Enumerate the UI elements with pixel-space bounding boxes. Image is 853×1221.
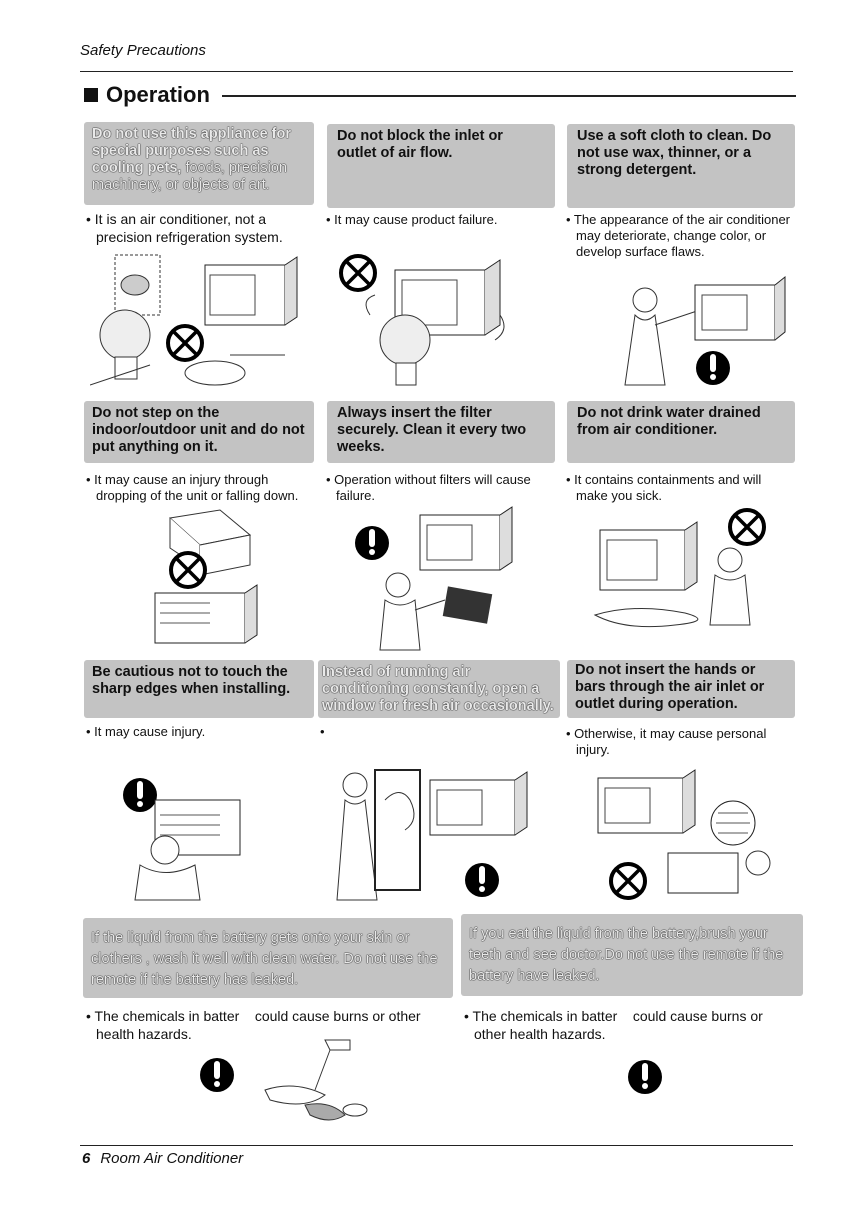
note-insert-hands: • Otherwise, it may cause personal injur… — [566, 726, 767, 757]
warning-box-fresh-air: Instead of running air conditioning cons… — [318, 660, 560, 718]
note-filter: • Operation without filters will cause f… — [326, 472, 531, 503]
illustration-sharp-edges — [123, 778, 241, 901]
prohibit-icon — [609, 862, 647, 900]
note-battery-eat: • The chemicals in batter could cause bu… — [464, 1008, 767, 1042]
illustration-insert-filter — [355, 506, 513, 651]
exclamation-icon — [355, 526, 389, 560]
note-step-on-unit: • It may cause an injury through droppin… — [86, 472, 299, 503]
section-title-text: Operation — [106, 82, 210, 107]
prohibit-icon — [166, 324, 204, 362]
section-square-icon — [84, 88, 98, 102]
header-title: Safety Precautions — [80, 42, 206, 59]
section-rule — [222, 95, 796, 97]
prohibit-icon — [169, 551, 207, 589]
note-fresh-air: • — [320, 724, 325, 739]
prohibit-icon — [339, 254, 377, 292]
note-battery-skin: • The chemicals in batter could cause bu… — [86, 1008, 425, 1042]
illustration-open-window — [336, 769, 528, 901]
page-number: 6 — [82, 1150, 91, 1167]
illustration-hands-in-outlet — [597, 769, 771, 900]
warning-box-soft-cloth: Use a soft cloth to clean. Do not use wa… — [567, 124, 795, 208]
header-rule — [80, 71, 793, 72]
exclamation-icon — [696, 351, 730, 385]
note-sharp-edges: • It may cause injury. — [86, 724, 206, 739]
exclamation-icon — [123, 778, 157, 812]
note-block-inlet: • It may cause product failure. — [326, 212, 498, 227]
illustration-drain-water — [593, 508, 766, 628]
footer: 6 Room Air Conditioner — [82, 1150, 243, 1167]
exclamation-icon — [628, 1060, 662, 1094]
footer-title: Room Air Conditioner — [100, 1150, 244, 1167]
illustration-wash-hands — [200, 1039, 368, 1121]
illustration-cleaning — [624, 275, 786, 386]
exclamation-icon — [465, 863, 499, 897]
warning-box-drink-water: Do not drink water drained from air cond… — [567, 401, 795, 463]
prohibit-icon — [728, 508, 766, 546]
warning-box-filter: Always insert the filter securely. Clean… — [327, 401, 555, 463]
section-title: Operation — [84, 82, 210, 108]
warning-box-sharp-edges: Be cautious not to touch the sharp edges… — [84, 660, 314, 718]
note-special-purposes: • It is an air conditioner, not a precis… — [86, 211, 283, 245]
warning-box-step-on-unit: Do not step on the indoor/outdoor unit a… — [84, 401, 314, 463]
warning-title-rest: foods, precision machinery, or objects o… — [92, 160, 288, 193]
warning-title-bold: Do not use this appliance for special pu… — [92, 126, 291, 176]
illustration-stacked-boxes — [154, 509, 258, 644]
warning-box-block-inlet: Do not block the inlet or outlet of air … — [327, 124, 555, 208]
exclamation-icon — [200, 1058, 234, 1092]
note-soft-cloth: • The appearance of the air conditioner … — [566, 212, 791, 259]
warning-box-battery-skin: If the liquid from the battery gets onto… — [83, 918, 453, 998]
note-drink-water: • It contains containments and will make… — [566, 472, 762, 503]
warning-box-insert-hands: Do not insert the hands or bars through … — [567, 660, 795, 718]
footer-rule — [80, 1145, 793, 1146]
illustration-blocked-airflow — [339, 254, 505, 386]
illustration-pets-plants — [90, 254, 298, 386]
warning-box-battery-eat: If you eat the liquid from the battery,b… — [461, 914, 803, 996]
warning-box-special-purposes: Do not use this appliance for special pu… — [84, 122, 314, 205]
